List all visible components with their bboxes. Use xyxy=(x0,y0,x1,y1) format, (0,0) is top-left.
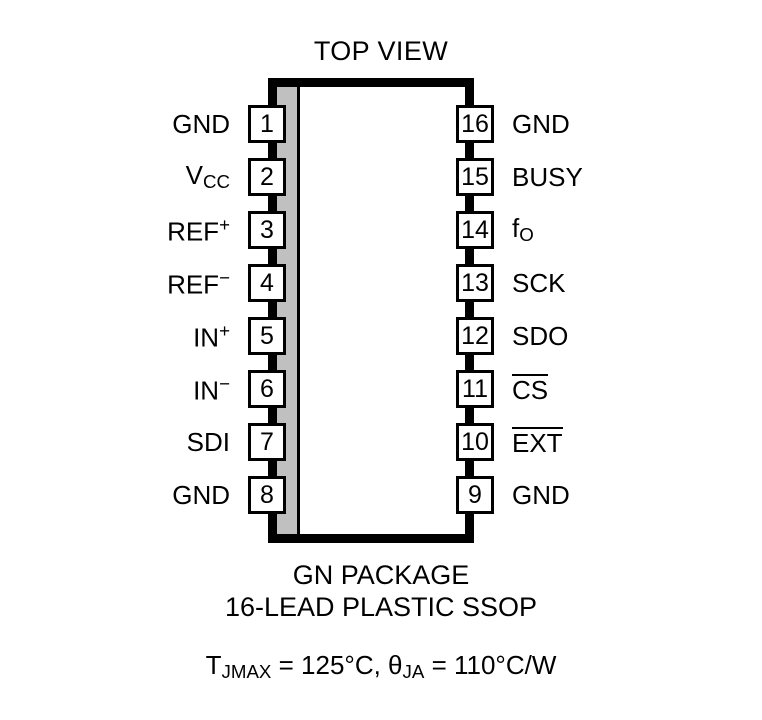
package-description-caption: 16-LEAD PLASTIC SSOP xyxy=(224,592,538,622)
pin-label: SCK xyxy=(512,270,565,296)
pin-name-supscript: − xyxy=(219,372,230,394)
pin-number-box: 8 xyxy=(248,476,286,514)
pin-name-supscript: + xyxy=(219,213,230,235)
tjmax-subscript: JMAX xyxy=(221,661,272,683)
pin-row-16: 16 GND xyxy=(456,105,762,143)
pin-name-text: f xyxy=(512,213,520,244)
pin-row-1: GND 1 xyxy=(0,105,286,143)
theta-symbol: θ xyxy=(388,650,403,680)
pin-number-box: 3 xyxy=(248,211,286,249)
pin-row-2: VCC 2 xyxy=(0,158,286,196)
pin-row-6: IN−6 xyxy=(0,370,286,408)
pin-number-box: 11 xyxy=(456,370,494,408)
pin-name-subscript: O xyxy=(519,224,534,246)
pin-name-text: EXT xyxy=(512,427,563,459)
pin-name-text: BUSY xyxy=(512,162,583,192)
package-name-caption: GN PACKAGE xyxy=(292,560,470,590)
pin-number-box: 13 xyxy=(456,264,494,302)
pin-name-text: SCK xyxy=(512,268,566,298)
pin-name-text: CS xyxy=(512,374,549,406)
pin-row-5: IN+5 xyxy=(0,317,286,355)
pin-label: CS xyxy=(512,374,549,406)
pin-name-text: REF xyxy=(167,269,220,300)
pin-row-14: 14 fO xyxy=(456,211,762,249)
pin-label: GND xyxy=(172,482,230,508)
pin-row-8: GND 8 xyxy=(0,476,286,514)
theta-value: = 110°C/W xyxy=(424,650,557,680)
pin-number-box: 1 xyxy=(248,105,286,143)
pin-label: IN+ xyxy=(193,319,230,353)
pin-name-text: V xyxy=(185,160,203,191)
pin-name-supscript: − xyxy=(219,266,230,288)
pin-row-11: 11 CS xyxy=(456,370,762,408)
pin-number-box: 16 xyxy=(456,105,494,143)
pin-name-supscript: + xyxy=(219,319,230,341)
pin-row-4: REF−4 xyxy=(0,264,286,302)
pin-row-12: 12 SDO xyxy=(456,317,762,355)
pin-row-10: 10 EXT xyxy=(456,423,762,461)
pin-label: REF− xyxy=(167,266,230,300)
top-view-title: TOP VIEW xyxy=(313,36,449,66)
pin-name-text: IN xyxy=(193,375,220,406)
pin-number-box: 7 xyxy=(248,423,286,461)
pin-label: IN− xyxy=(193,372,230,406)
pin-label: GND xyxy=(512,482,570,508)
pin-label: SDO xyxy=(512,323,568,349)
pin-label: SDI xyxy=(187,429,230,455)
pin-label: VCC xyxy=(186,162,230,192)
tjmax-symbol: T xyxy=(205,650,222,680)
pin-row-15: 15 BUSY xyxy=(456,158,762,196)
pin-row-3: REF+3 xyxy=(0,211,286,249)
pin-row-9: 9 GND xyxy=(456,476,762,514)
package-body-outline xyxy=(268,78,474,543)
pin-name-text: REF xyxy=(167,216,220,247)
pin-name-text: SDO xyxy=(512,321,569,351)
pin-name-text: GND xyxy=(172,109,230,139)
pin-name-text: IN xyxy=(193,322,220,353)
pin-number-box: 15 xyxy=(456,158,494,196)
package-pin1-stripe xyxy=(277,87,300,534)
pin-name-subscript: CC xyxy=(202,171,230,193)
pin-number-box: 4 xyxy=(248,264,286,302)
pin-label: GND xyxy=(512,111,570,137)
theta-subscript: JA xyxy=(402,661,425,683)
thermal-spec-caption: TJMAX = 125°C, θJA = 110°C/W xyxy=(0,650,762,683)
pin-row-13: 13 SCK xyxy=(456,264,762,302)
pin-label: BUSY xyxy=(512,164,583,190)
pin-label: fO xyxy=(512,215,534,245)
pin-number-box: 2 xyxy=(248,158,286,196)
pin-name-text: GND xyxy=(512,109,570,139)
pin-label: EXT xyxy=(512,427,563,457)
pin-number-box: 10 xyxy=(456,423,494,461)
pin-number-box: 12 xyxy=(456,317,494,355)
pin-number-box: 14 xyxy=(456,211,494,249)
pin-label: GND xyxy=(172,111,230,137)
pin-name-text: GND xyxy=(172,480,230,510)
pin-name-text: SDI xyxy=(186,427,230,457)
pin-name-text: GND xyxy=(512,480,570,510)
pin-row-7: SDI 7 xyxy=(0,423,286,461)
pin-number-box: 9 xyxy=(456,476,494,514)
tjmax-value: = 125°C, xyxy=(271,650,389,680)
pin-label: REF+ xyxy=(167,213,230,247)
pin-number-box: 6 xyxy=(248,370,286,408)
pin-number-box: 5 xyxy=(248,317,286,355)
